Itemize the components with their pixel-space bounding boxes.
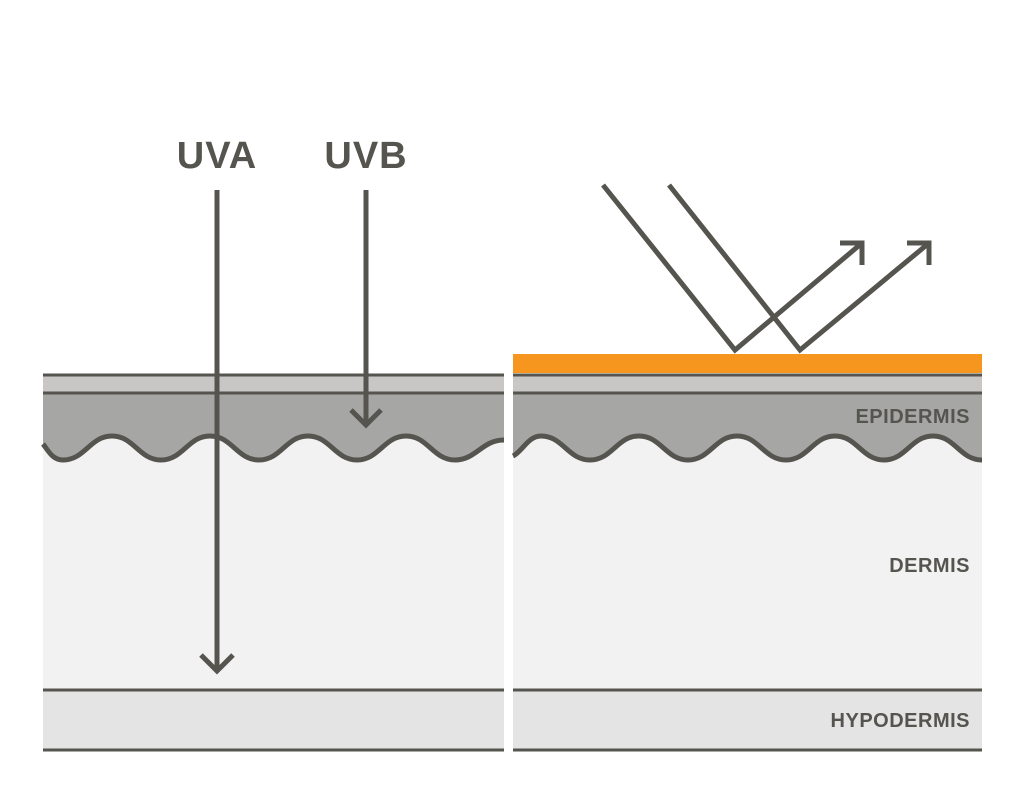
stratum-corneum-layer [513,375,982,393]
uvb-label: UVB [324,135,407,177]
sunscreen-layer [513,354,982,373]
dermal-epidermal-junction [41,433,505,463]
dermal-epidermal-junction [511,433,983,463]
uva-arrowhead [199,653,235,675]
reflected-ray-1 [601,183,865,354]
stratum-corneum-layer [43,375,504,393]
hypodermis-layer [513,690,982,750]
uvb-arrowhead [349,408,383,429]
dermis-label: DERMIS [889,555,970,577]
reflected-ray-1-arrowhead [840,240,865,265]
hypodermis-layer [43,690,504,750]
epidermis-label: EPIDERMIS [855,406,970,428]
reflected-ray-1-path [601,183,864,354]
uvb-ray [349,190,383,429]
uva-label: UVA [177,135,257,177]
hypodermis-label: HYPODERMIS [831,710,970,732]
reflected-ray-2-path [667,183,931,354]
protected-skin-panel: EPIDERMIS DERMIS HYPODERMIS [511,183,983,752]
unprotected-skin-panel: UVA UVB [41,135,505,752]
reflected-ray-2-arrowhead [907,240,932,265]
reflected-ray-2 [667,183,932,354]
epidermis-layer [43,393,504,460]
uva-ray [199,190,235,675]
epidermis-layer [513,393,982,460]
